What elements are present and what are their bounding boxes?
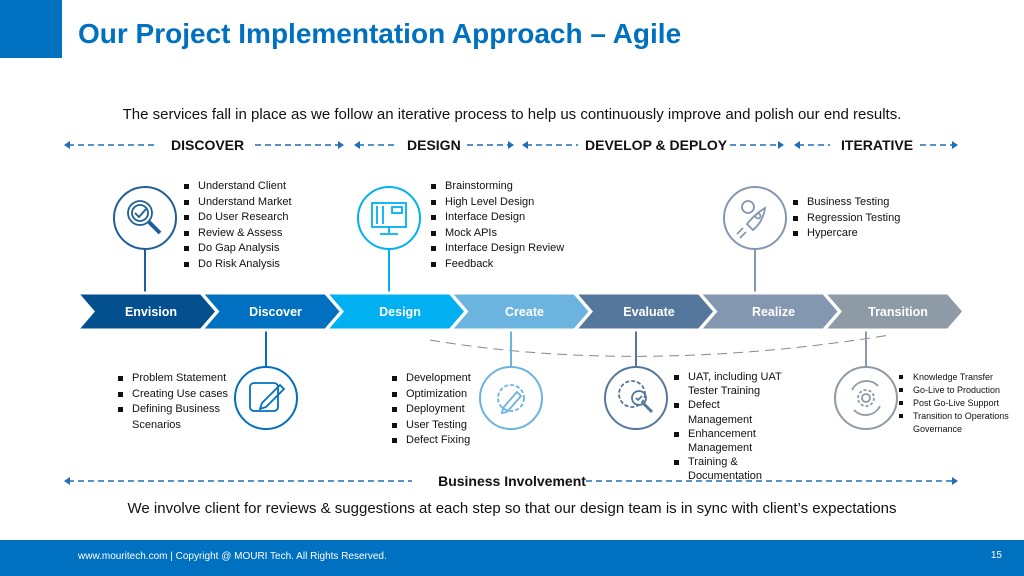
rocket-gear-icon	[723, 186, 787, 250]
list-item: Review & Assess	[184, 226, 292, 242]
list-item: Understand Client	[184, 179, 292, 195]
list-item: Interface Design	[431, 210, 564, 226]
list-item: Defect Management	[674, 398, 784, 426]
list-item: Knowledge Transfer	[899, 371, 1024, 384]
page-number: 15	[990, 550, 1002, 561]
subtitle: The services fall in place as we follow …	[122, 106, 902, 123]
stage-label: Envision	[125, 305, 177, 319]
list-item: Feedback	[431, 257, 564, 273]
phase-iterative: ITERATIVE	[841, 137, 914, 153]
footer-copyright: www.mouritech.com | Copyright @ MOURI Te…	[78, 551, 387, 562]
page-title: Our Project Implementation Approach – Ag…	[78, 18, 682, 49]
stage-label: Discover	[249, 305, 302, 319]
list-item: Regression Testing	[793, 211, 900, 227]
list-item: Defining Business Scenarios	[118, 402, 233, 433]
list-item: Mock APIs	[431, 226, 564, 242]
list-item: Problem Statement	[118, 371, 233, 387]
list-item: Do Gap Analysis	[184, 241, 292, 257]
list-item: Business Testing	[793, 195, 900, 211]
list-item: Creating Use cases	[118, 387, 233, 403]
phase-discover: DISCOVER	[171, 137, 245, 153]
list-item: Development	[392, 371, 471, 387]
stage-label: Realize	[752, 305, 795, 319]
list-item: Training & Documentation	[674, 455, 784, 483]
footer: www.mouritech.com | Copyright @ MOURI Te…	[0, 540, 1024, 576]
stage-label: Evaluate	[623, 305, 674, 319]
list-item: User Testing	[392, 418, 471, 434]
stage-label: Design	[379, 305, 421, 319]
list-item: Deployment	[392, 402, 471, 418]
gear-cycle-icon	[834, 366, 898, 430]
list-item: Post Go-Live Support	[899, 397, 1024, 410]
magnifier-check-icon	[113, 186, 177, 250]
list-item: Hypercare	[793, 226, 900, 242]
stage-chevron-transition	[820, 291, 966, 332]
list-item: Understand Market	[184, 195, 292, 211]
list-item: Enhancement Management	[674, 427, 784, 455]
list-item: Interface Design Review	[431, 241, 564, 257]
corner-accent	[0, 0, 62, 58]
list-item: Go-Live to Production	[899, 384, 1024, 397]
list-item: UAT, including UAT Tester Training	[674, 370, 784, 398]
list-item: Do User Research	[184, 210, 292, 226]
list-item: Transition to Operations Governance	[899, 410, 1024, 436]
list-item: Do Risk Analysis	[184, 257, 292, 273]
stage-label: Create	[505, 305, 544, 319]
list-item: High Level Design	[431, 195, 564, 211]
list-item: Brainstorming	[431, 179, 564, 195]
phase-design: DESIGN	[407, 137, 461, 153]
stage-label: Transition	[868, 305, 928, 319]
bottom-text: We involve client for reviews & suggesti…	[127, 500, 897, 517]
list-item: Defect Fixing	[392, 433, 471, 449]
business-involvement-label: Business Involvement	[438, 473, 586, 489]
design-monitor-icon	[357, 186, 421, 250]
list-item: Optimization	[392, 387, 471, 403]
phase-develop-deploy: DEVELOP & DEPLOY	[585, 137, 728, 153]
